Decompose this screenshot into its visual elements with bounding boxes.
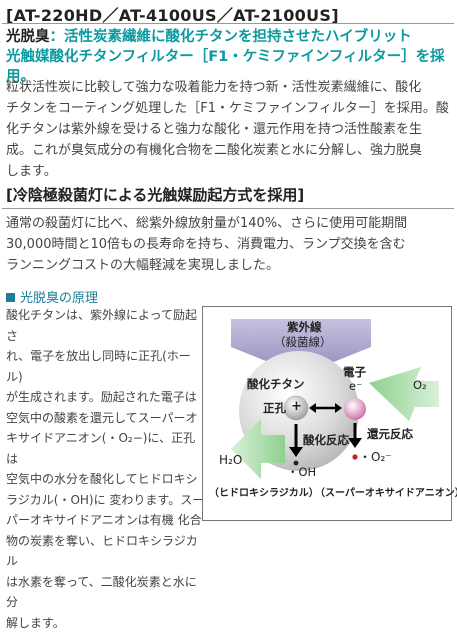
water-label: H₂O (219, 453, 242, 467)
principle-line: 酸化チタンは、紫外線によって励起さ (6, 305, 206, 346)
oxidation-label: 酸化反応 (303, 432, 349, 448)
electron-label: 電子 (343, 364, 366, 380)
square-bullet-icon (6, 293, 15, 302)
reduction-label: 還元反応 (367, 426, 413, 442)
uv-label-line1: 紫外線 (287, 319, 322, 335)
principle-text: 酸化チタンは、紫外線によって励起さ れ、電子を放出し同時に正孔(ホール) が生成… (6, 305, 206, 633)
title-rule (2, 23, 454, 24)
oh-label: ・OH (287, 464, 316, 480)
principle-line: は水素を奪って、二酸化炭素と水に分 (6, 572, 206, 613)
principle-line: パーオキサイドアニオンは有機 化合 (6, 510, 206, 531)
paragraph-line: 化チタンは紫外線を受けると強力な酸化・還元作用を持つ活性酸素を生 (6, 119, 454, 140)
hydroxyl-name: （ヒドロキシラジカル） (209, 484, 319, 499)
principle-line: 空気中の水分を酸化してヒドロキシ (6, 469, 206, 490)
principle-line: が生成されます。励起された電子は (6, 387, 206, 408)
electron-symbol: e⁻ (349, 379, 362, 393)
principle-line: ラジカル(・OH)に 変わります。スー (6, 490, 206, 511)
principle-line: 空気中の酸素を還元してスーパーオ (6, 408, 206, 429)
principle-line: 解します。 (6, 613, 206, 633)
paragraph-line: します。 (6, 161, 454, 182)
electron-icon (344, 398, 366, 420)
paragraph-line: 通常の殺菌灯に比べ、総紫外線放射量が140%、さらに使用可能期間 (6, 213, 454, 234)
hole-label: 正孔 (263, 400, 286, 416)
superoxide-dot (352, 454, 357, 459)
principle-line: れ、電子を放出し同時に正孔(ホール) (6, 346, 206, 387)
paragraph-line: ランニングコストの大幅軽減を実現しました。 (6, 255, 454, 276)
section-rule (2, 208, 454, 209)
oxygen-arrow-icon (369, 367, 439, 421)
paragraph-line: 成。これが臭気成分の有機化合物を二酸化炭素と水に分解し、強力脱臭 (6, 140, 454, 161)
photocatalyst-diagram: 紫外線 （殺菌線） 酸化チタン 正孔 + 電子 e⁻ O₂ 還元反応 酸化反応 … (202, 306, 452, 521)
headline-prefix: 光脱臭 (6, 29, 50, 45)
paragraph-2: 通常の殺菌灯に比べ、総紫外線放射量が140%、さらに使用可能期間 30,000時… (6, 213, 454, 276)
o2-label: O₂ (413, 378, 427, 392)
uv-label-line2: （殺菌線） (274, 334, 332, 350)
section-heading: [冷陰極殺菌灯による光触媒励起方式を採用] (6, 184, 304, 205)
titanium-label: 酸化チタン (247, 376, 305, 392)
principle-line: 物の炭素を奪い、ヒドロキシラジカル (6, 531, 206, 572)
paragraph-1: 粒状活性炭に比較して強力な吸着能力を持つ新・活性炭素繊維に、酸化 チタンをコーテ… (6, 77, 454, 182)
principle-line: キサイドアニオン(・O₂−)に、正孔は (6, 428, 206, 469)
superoxide-label: ・O₂⁻ (359, 448, 392, 465)
paragraph-line: 粒状活性炭に比較して強力な吸着能力を持つ新・活性炭素繊維に、酸化 (6, 77, 454, 98)
principle-heading-text: 光脱臭の原理 (20, 291, 98, 306)
plus-label: + (291, 399, 302, 414)
principle-heading: 光脱臭の原理 (6, 287, 98, 306)
paragraph-line: 30,000時間と10倍もの長寿命を持ち、消費電力、ランプ交換を含む (6, 234, 454, 255)
headline-line1: ：活性炭素繊維に酸化チタンを担持させたハイブリット (50, 29, 412, 45)
paragraph-line: チタンをコーティング処理した［F1・ケミファインフィルター］を採用。酸 (6, 98, 454, 119)
superoxide-name: （スーパーオキサイドアニオン） (315, 484, 457, 499)
